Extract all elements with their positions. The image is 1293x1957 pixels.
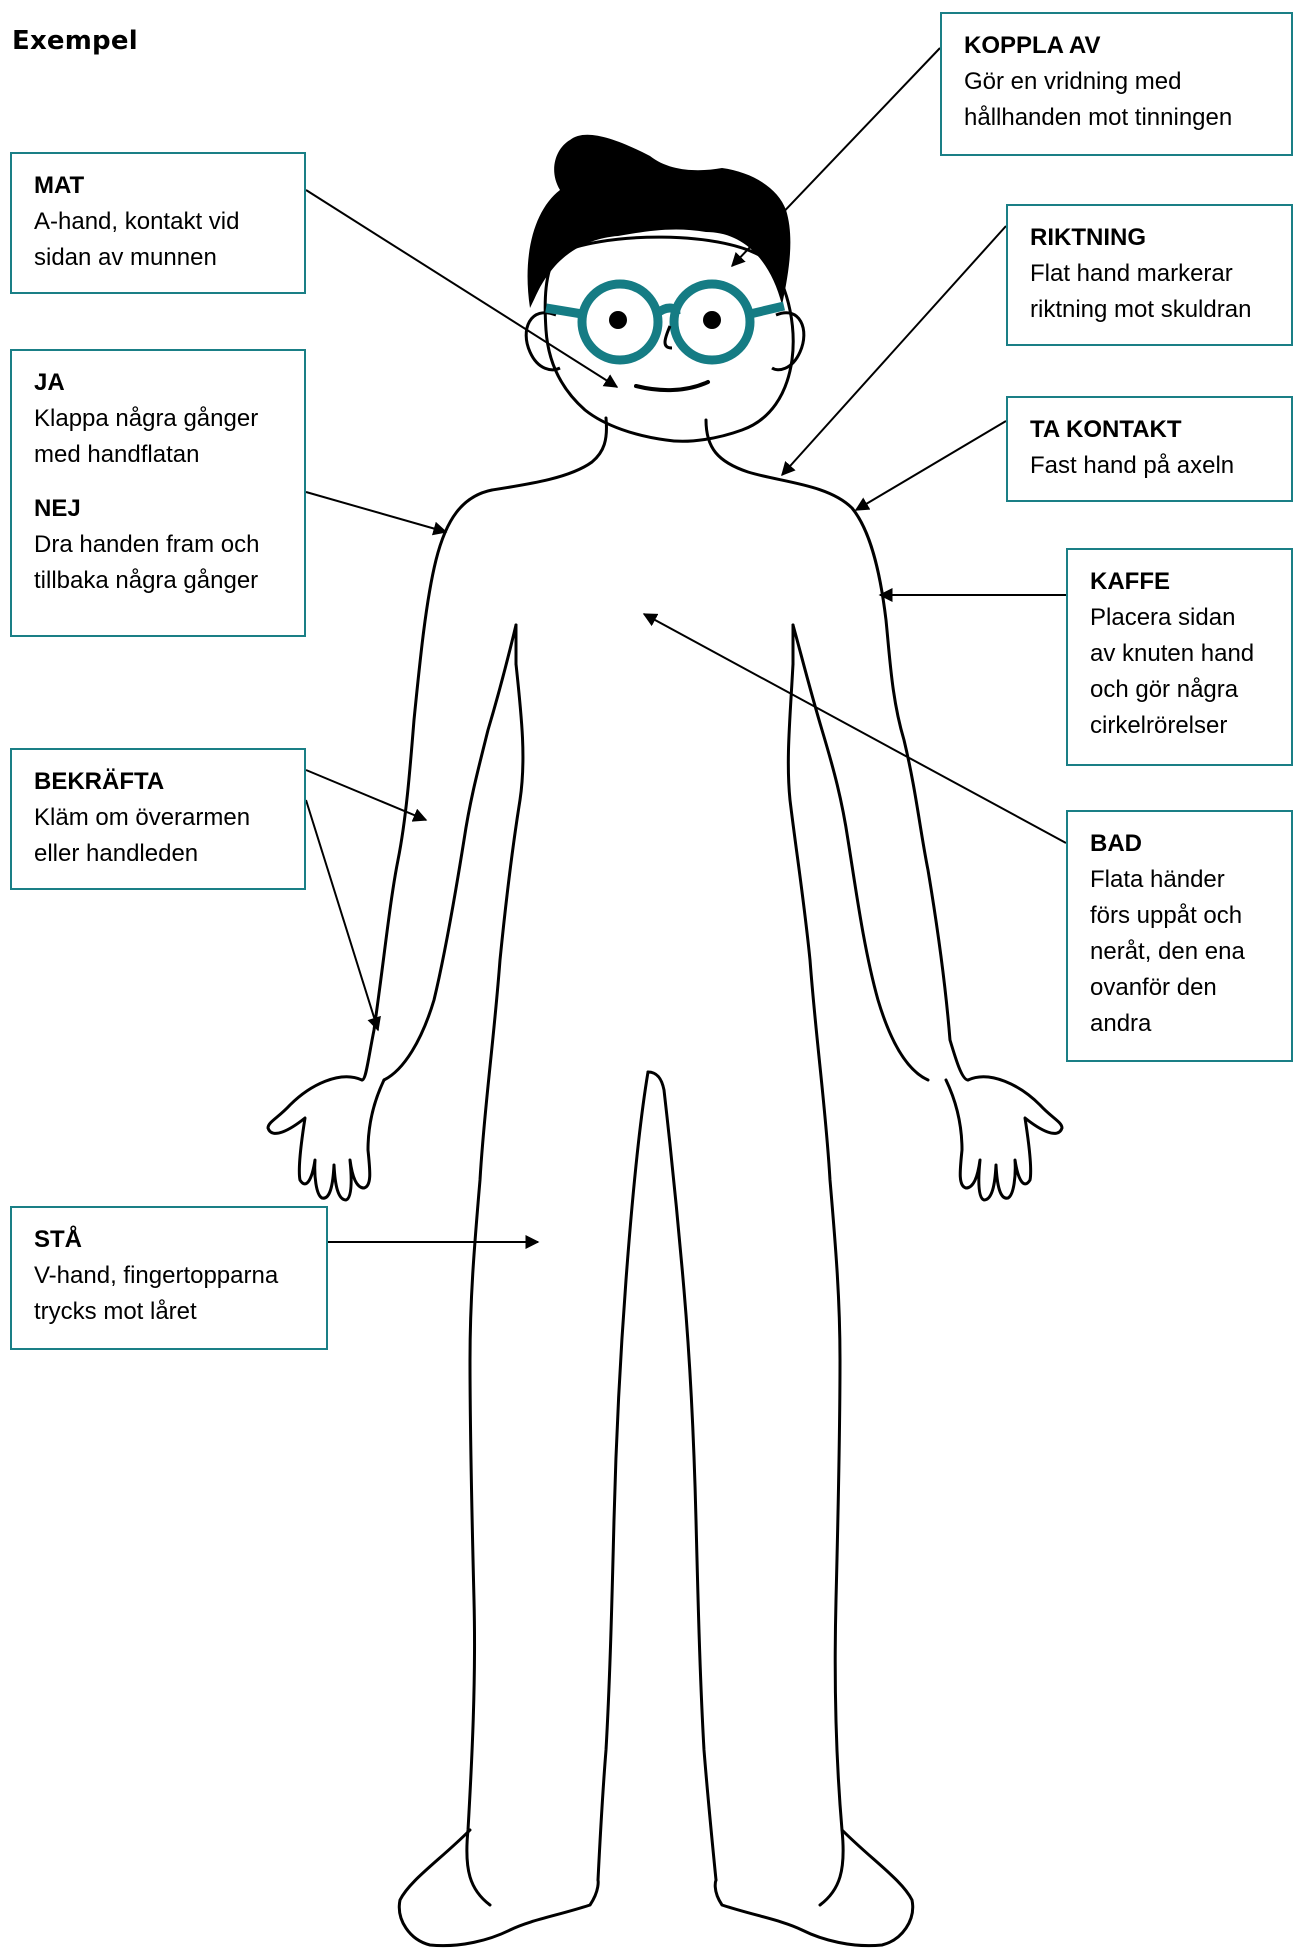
label-title: TA KONTAKT	[1030, 412, 1273, 448]
right-ear	[772, 313, 804, 370]
label-desc: A-hand, kontakt vid sidan av munnen	[34, 204, 286, 276]
connector-koppla-av	[732, 48, 940, 266]
glasses	[546, 284, 784, 360]
label-title: KAFFE	[1090, 564, 1273, 600]
connector-ta-kontakt	[856, 421, 1006, 510]
label-desc: Gör en vridning med hållhanden mot tinni…	[964, 64, 1273, 136]
connector-bad	[644, 614, 1066, 843]
label-desc: Placera sidan av knuten hand och gör någ…	[1090, 600, 1273, 744]
label-kaffe: KAFFE Placera sidan av knuten hand och g…	[1066, 548, 1293, 766]
label-title: MAT	[34, 168, 286, 204]
label-title: STÅ	[34, 1222, 308, 1258]
label-title: JA	[34, 365, 286, 401]
left-eye	[609, 311, 627, 329]
label-riktning: RIKTNING Flat hand markerar riktning mot…	[1006, 204, 1293, 346]
mouth	[636, 382, 708, 390]
label-title: RIKTNING	[1030, 220, 1273, 256]
label-desc: Kläm om överarmen eller handleden	[34, 800, 286, 872]
label-desc: Dra handen fram och tillbaka några gånge…	[34, 527, 286, 599]
label-ta-kontakt: TA KONTAKT Fast hand på axeln	[1006, 396, 1293, 502]
hair-shape	[528, 135, 791, 308]
label-title: BAD	[1090, 826, 1273, 862]
label-desc: Flata händer förs uppåt och neråt, den e…	[1090, 862, 1273, 1042]
label-sta: STÅ V-hand, fingertopparna trycks mot lå…	[10, 1206, 328, 1350]
label-desc: V-hand, fingertopparna trycks mot låret	[34, 1258, 308, 1330]
label-title: KOPPLA AV	[964, 28, 1273, 64]
label-desc: Klappa några gånger med handflatan	[34, 401, 286, 473]
page-title: Exempel	[12, 26, 138, 56]
label-mat: MAT A-hand, kontakt vid sidan av munnen	[10, 152, 306, 294]
label-desc: Flat hand markerar riktning mot skuldran	[1030, 256, 1273, 328]
label-ja-nej: JA Klappa några gånger med handflatan NE…	[10, 349, 306, 637]
label-desc: Fast hand på axeln	[1030, 448, 1273, 484]
label-koppla-av: KOPPLA AV Gör en vridning med hållhanden…	[940, 12, 1293, 156]
body-outline	[268, 418, 1062, 1946]
label-bad: BAD Flata händer förs uppåt och neråt, d…	[1066, 810, 1293, 1062]
label-title: NEJ	[34, 491, 286, 527]
connector-bekrafta-lower	[306, 800, 378, 1030]
right-eye	[703, 311, 721, 329]
connector-riktning	[782, 226, 1006, 475]
label-title: BEKRÄFTA	[34, 764, 286, 800]
connector-ja-nej	[306, 492, 446, 532]
label-bekrafta: BEKRÄFTA Kläm om överarmen eller handled…	[10, 748, 306, 890]
